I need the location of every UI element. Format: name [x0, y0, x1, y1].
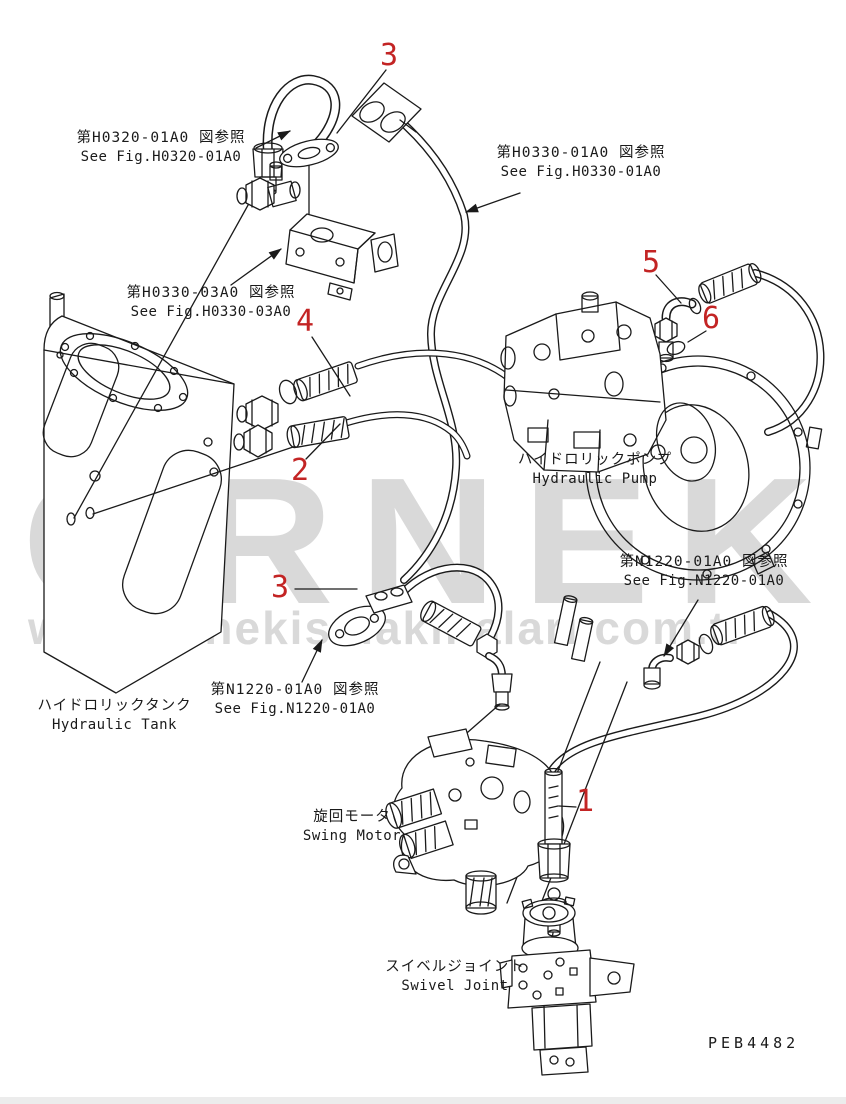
center-cylinder-fittings-drawing	[553, 595, 594, 662]
figure-ref-en: See Fig.N1220-01A0	[623, 573, 785, 589]
hose-part3-arc	[394, 563, 503, 645]
swivel-joint-drawing	[499, 896, 635, 1076]
part5-elbow-drawing	[654, 263, 762, 363]
drawing-number: PEB4482	[708, 1034, 800, 1052]
hose-pump-loop	[751, 269, 825, 436]
component-label-hydraulic-pump: ハイドロリックポンプ Hydraulic Pump	[505, 450, 685, 489]
part2-fitting-drawing	[233, 416, 350, 458]
leader-lines	[230, 69, 707, 808]
figure-ref-jp: 第H0330-01A0 図参照	[496, 145, 666, 161]
right-fitting-chain-drawing	[643, 605, 775, 690]
figure-ref-n1220-01a0-right: 第N1220-01A0 図参照 See Fig.N1220-01A0	[605, 552, 803, 591]
hose-return-line	[400, 122, 470, 584]
figure-ref-h0320-01a0: 第H0320-01A0 図参照 See Fig.H0320-01A0	[62, 128, 260, 167]
part-callout-3-top: 3	[380, 38, 399, 73]
figure-ref-h0330-03a0: 第H0330-03A0 図参照 See Fig.H0330-03A0	[112, 283, 310, 322]
hydraulic-tank-drawing	[42, 291, 235, 694]
component-label-jp: 旋回モータ	[313, 809, 391, 825]
part6-o-ring	[666, 340, 686, 356]
top-pipe-assembly-drawing	[236, 82, 422, 301]
figure-ref-en: See Fig.H0330-03A0	[130, 304, 292, 320]
figure-ref-jp: 第N1220-01A0 図参照	[619, 554, 789, 570]
part3-assembly-drawing	[328, 584, 513, 711]
figure-ref-h0330-01a0: 第H0330-01A0 図参照 See Fig.H0330-01A0	[482, 143, 680, 182]
component-label-swing-motor: 旋回モータ Swing Motor	[292, 807, 412, 846]
part-callout-6: 6	[702, 301, 721, 336]
component-label-jp: ハイドロリックポンプ	[517, 452, 673, 468]
component-label-jp: ハイドロリックタンク	[37, 698, 192, 714]
bottom-edge-strip	[0, 1097, 846, 1104]
component-label-en: Hydraulic Tank	[51, 717, 177, 733]
hose-part2-line	[330, 411, 471, 460]
figure-ref-jp: 第H0330-03A0 図参照	[126, 285, 296, 301]
figure-ref-en: See Fig.N1220-01A0	[214, 701, 376, 717]
part-callout-1: 1	[576, 784, 595, 819]
component-label-en: Swing Motor	[302, 828, 402, 844]
component-label-en: Hydraulic Pump	[532, 471, 658, 487]
figure-ref-en: See Fig.H0330-01A0	[500, 164, 662, 180]
hose-to-part1	[548, 610, 798, 774]
figure-ref-jp: 第N1220-01A0 図参照	[210, 682, 380, 698]
figure-ref-jp: 第H0320-01A0 図参照	[76, 130, 246, 146]
part-callout-2: 2	[291, 453, 310, 488]
part4-fitting-drawing	[236, 361, 358, 431]
component-label-en: Swivel Joint	[401, 978, 509, 994]
part-callout-3-mid: 3	[271, 570, 290, 605]
part-callout-5: 5	[642, 245, 661, 280]
component-label-swivel-joint: スイベルジョイント Swivel Joint	[385, 957, 524, 996]
component-label-jp: スイベルジョイント	[385, 959, 525, 975]
hydraulic-pump-drawing	[500, 291, 823, 581]
part-callout-4: 4	[296, 304, 315, 339]
component-label-hydraulic-tank: ハイドロリックタンク Hydraulic Tank	[37, 696, 190, 735]
figure-ref-n1220-01a0-left: 第N1220-01A0 図参照 See Fig.N1220-01A0	[196, 680, 394, 719]
figure-ref-en: See Fig.H0320-01A0	[80, 149, 242, 165]
